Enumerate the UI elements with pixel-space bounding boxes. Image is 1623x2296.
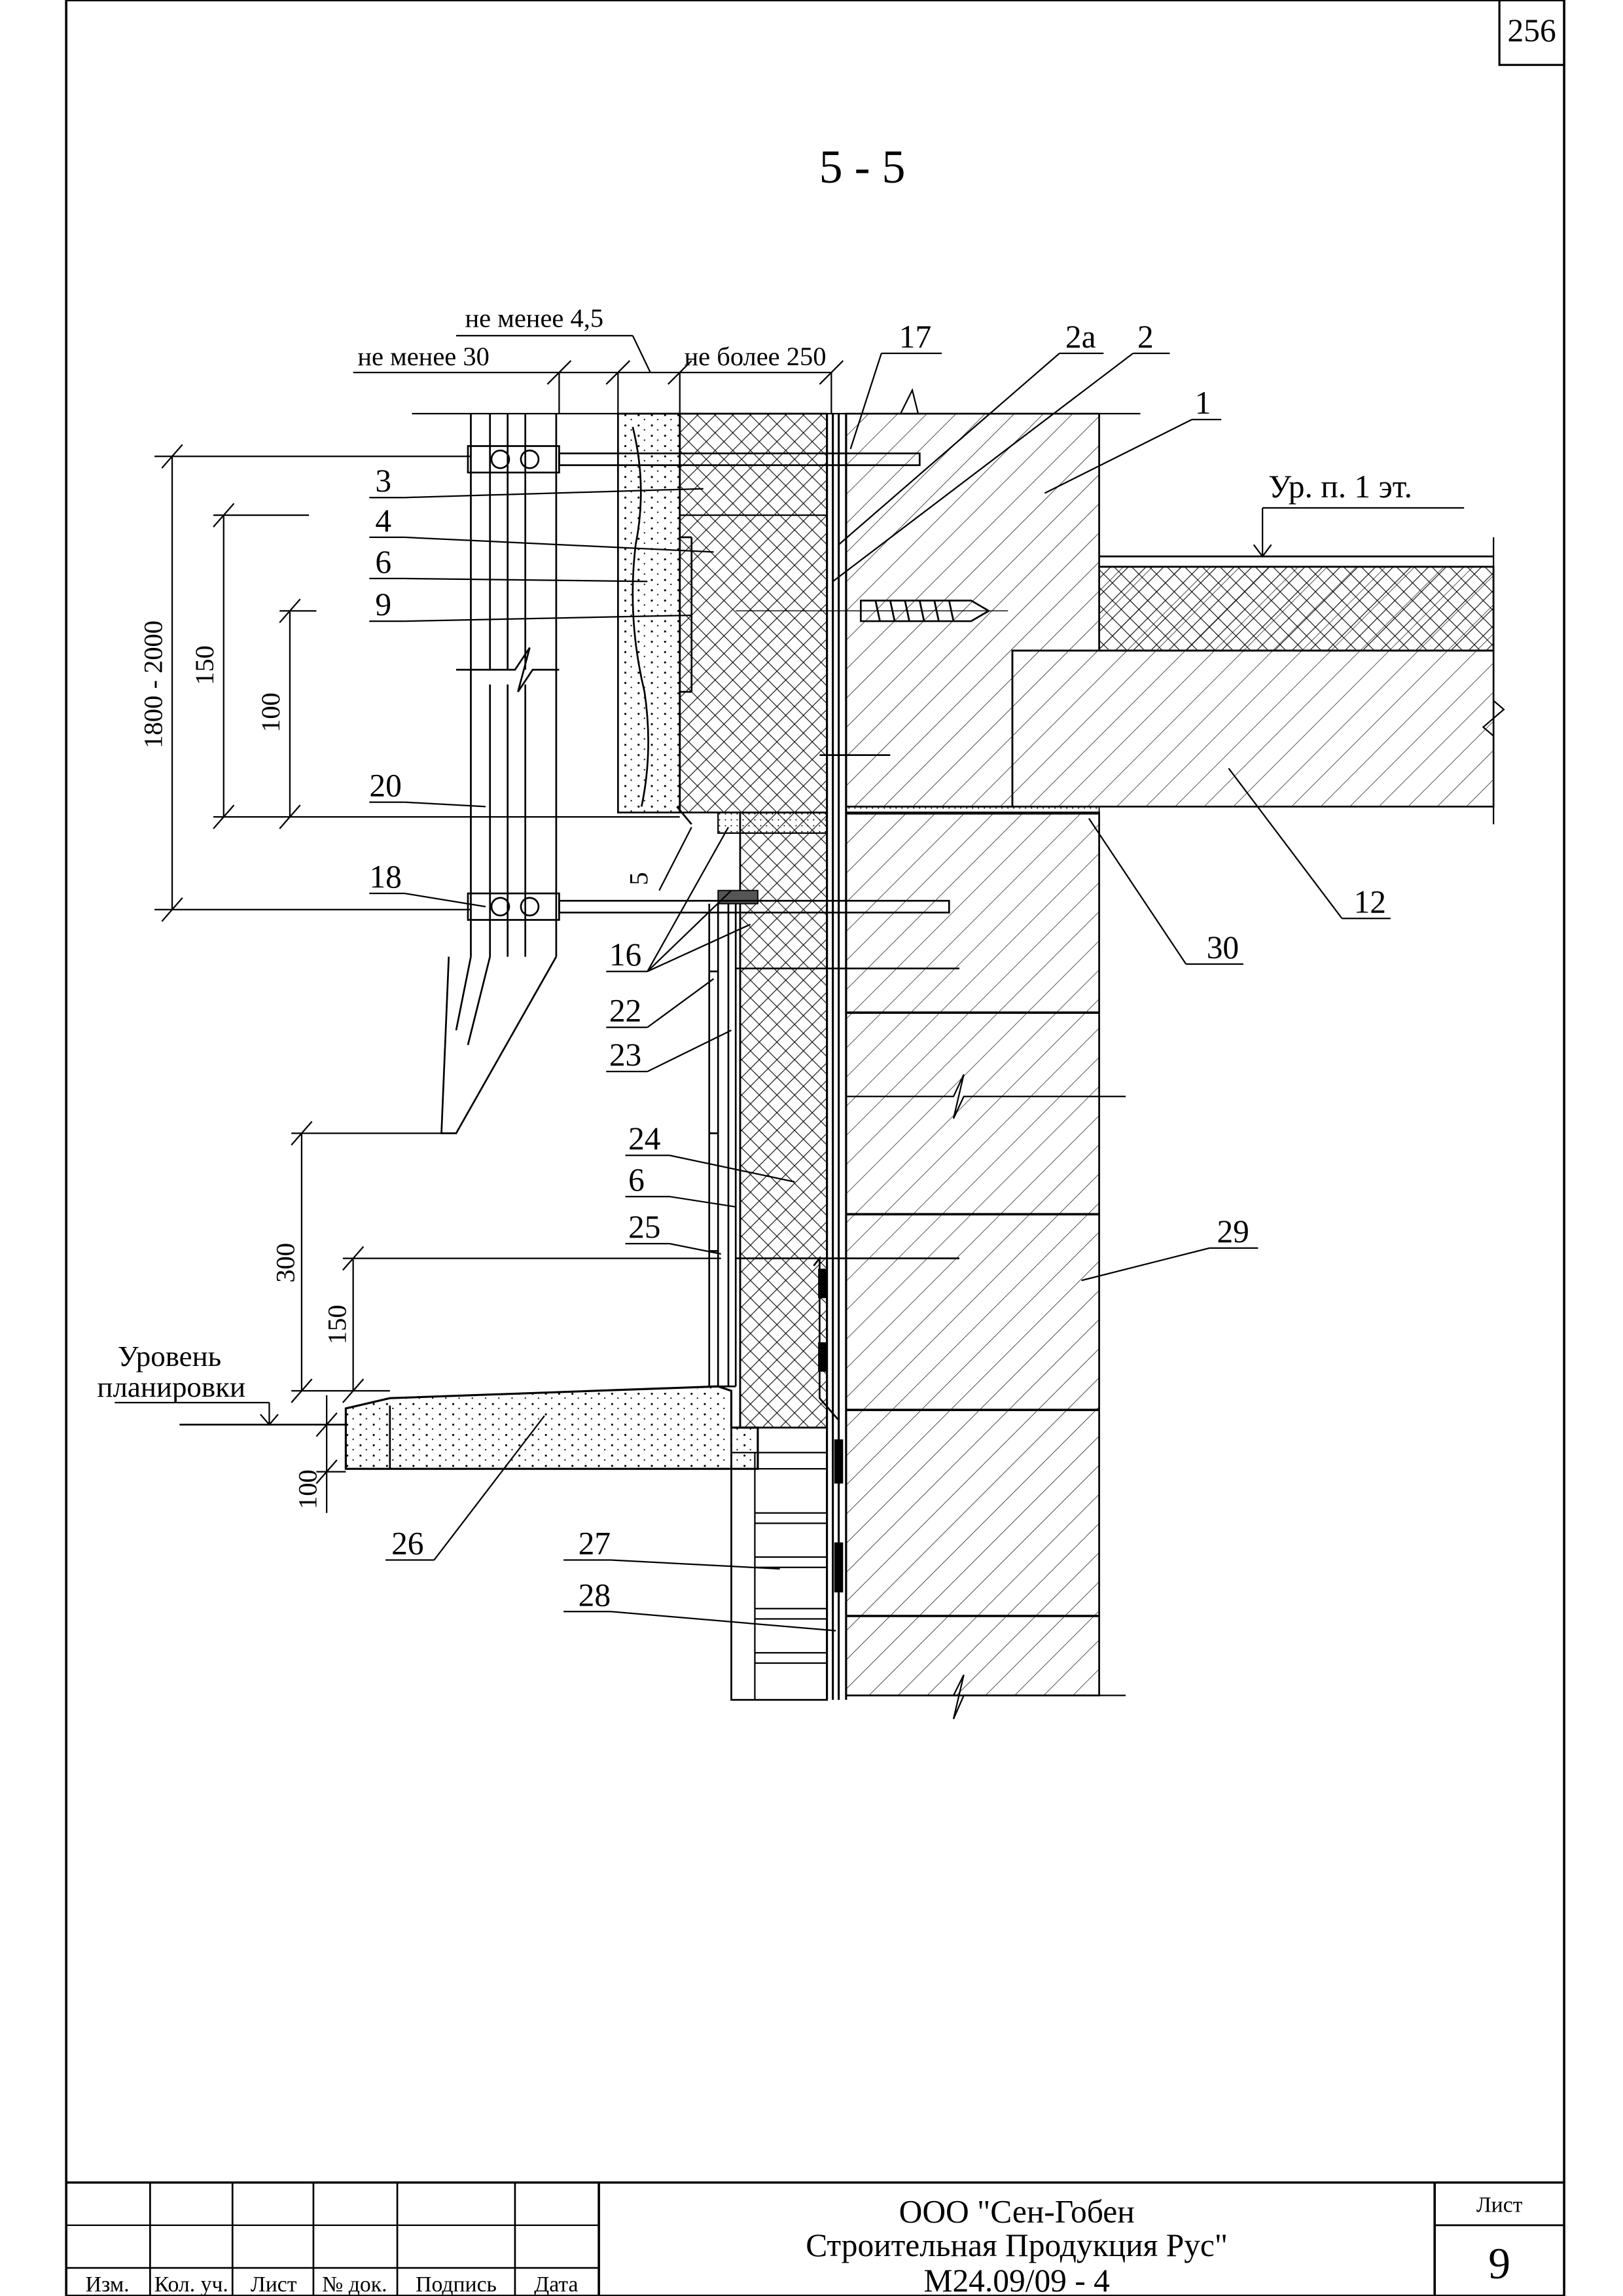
callout-25: 25: [628, 1209, 660, 1245]
lower-wall-blocks: [845, 812, 1100, 1696]
callout-24: 24: [628, 1121, 660, 1157]
company-line-1: ООО "Сен-Гобен: [899, 2193, 1135, 2229]
company-line-2: Строительная Продукция Рус": [806, 2227, 1228, 2263]
grade-level-label-1: Уровень: [118, 1340, 221, 1372]
title-block: [66, 2181, 1565, 2296]
callout-labels: 17 2а 2 1 3 4 6 9 20 18 12 30 16 22 23 2…: [369, 319, 1386, 1613]
leader-lines: [369, 352, 1391, 1632]
floor-slab: [1011, 649, 1495, 808]
callout-6-bottom: 6: [628, 1162, 645, 1198]
callout-26: 26: [391, 1526, 423, 1562]
callout-30: 30: [1207, 929, 1239, 965]
dimension-lines: [115, 334, 1465, 1513]
col-kol-uch: Кол. уч.: [154, 2272, 228, 2296]
blind-area: [344, 1385, 759, 1470]
dim-100-top: 100: [256, 692, 285, 732]
dim-5: 5: [624, 872, 653, 885]
callout-1: 1: [1195, 385, 1211, 421]
sheet-number: 9: [1488, 2239, 1510, 2288]
structure-section: [179, 387, 1505, 1719]
callout-18: 18: [369, 859, 401, 895]
callout-23: 23: [609, 1037, 641, 1073]
callout-27: 27: [579, 1526, 611, 1562]
callout-29: 29: [1217, 1213, 1249, 1249]
floor-level-label: Ур. п. 1 эт.: [1268, 469, 1412, 505]
callout-20: 20: [369, 768, 401, 804]
doc-code: М24.09/09 - 4: [923, 2263, 1109, 2296]
col-list: Лист: [251, 2272, 297, 2296]
dim-min-30: не менее 30: [357, 342, 489, 371]
col-n-dok: № док.: [322, 2272, 387, 2296]
section-title: 5 - 5: [819, 141, 906, 193]
dimension-texts: не менее 4,5 не менее 30 не более 250 18…: [138, 303, 826, 1509]
dim-150-bottom: 150: [322, 1304, 351, 1344]
dim-max-250: не более 250: [685, 342, 827, 371]
callout-3: 3: [375, 463, 391, 499]
callout-12: 12: [1354, 884, 1386, 920]
dim-1800-2000: 1800 - 2000: [138, 620, 168, 749]
col-data: Дата: [534, 2272, 578, 2296]
dim-300: 300: [271, 1243, 300, 1283]
grade-level-label-2: планировки: [97, 1371, 245, 1403]
col-podpis: Подпись: [416, 2272, 497, 2296]
callout-2a: 2а: [1065, 319, 1096, 355]
dim-min-4-5: не менее 4,5: [465, 303, 603, 332]
col-izm: Изм.: [86, 2272, 130, 2296]
dim-150-top: 150: [190, 645, 219, 685]
foundation-brick: [730, 1426, 828, 1701]
callout-6-top: 6: [375, 544, 391, 580]
callout-16: 16: [609, 937, 641, 973]
wall-insulation-upper: [679, 412, 828, 814]
wall-insulation-lower: [739, 812, 828, 1429]
callout-9: 9: [375, 586, 391, 622]
floor-insulation: [1098, 565, 1495, 652]
title-block-texts: Изм. Кол. уч. Лист № док. Подпись Дата: [86, 2272, 579, 2296]
callout-2: 2: [1137, 319, 1154, 355]
callout-17: 17: [899, 319, 931, 355]
dim-100-bottom: 100: [293, 1469, 322, 1509]
callout-4: 4: [375, 503, 391, 539]
sheet-label: Лист: [1476, 2193, 1523, 2217]
callout-28: 28: [579, 1577, 611, 1613]
page-number: 256: [1508, 12, 1556, 48]
callout-22: 22: [609, 993, 641, 1029]
